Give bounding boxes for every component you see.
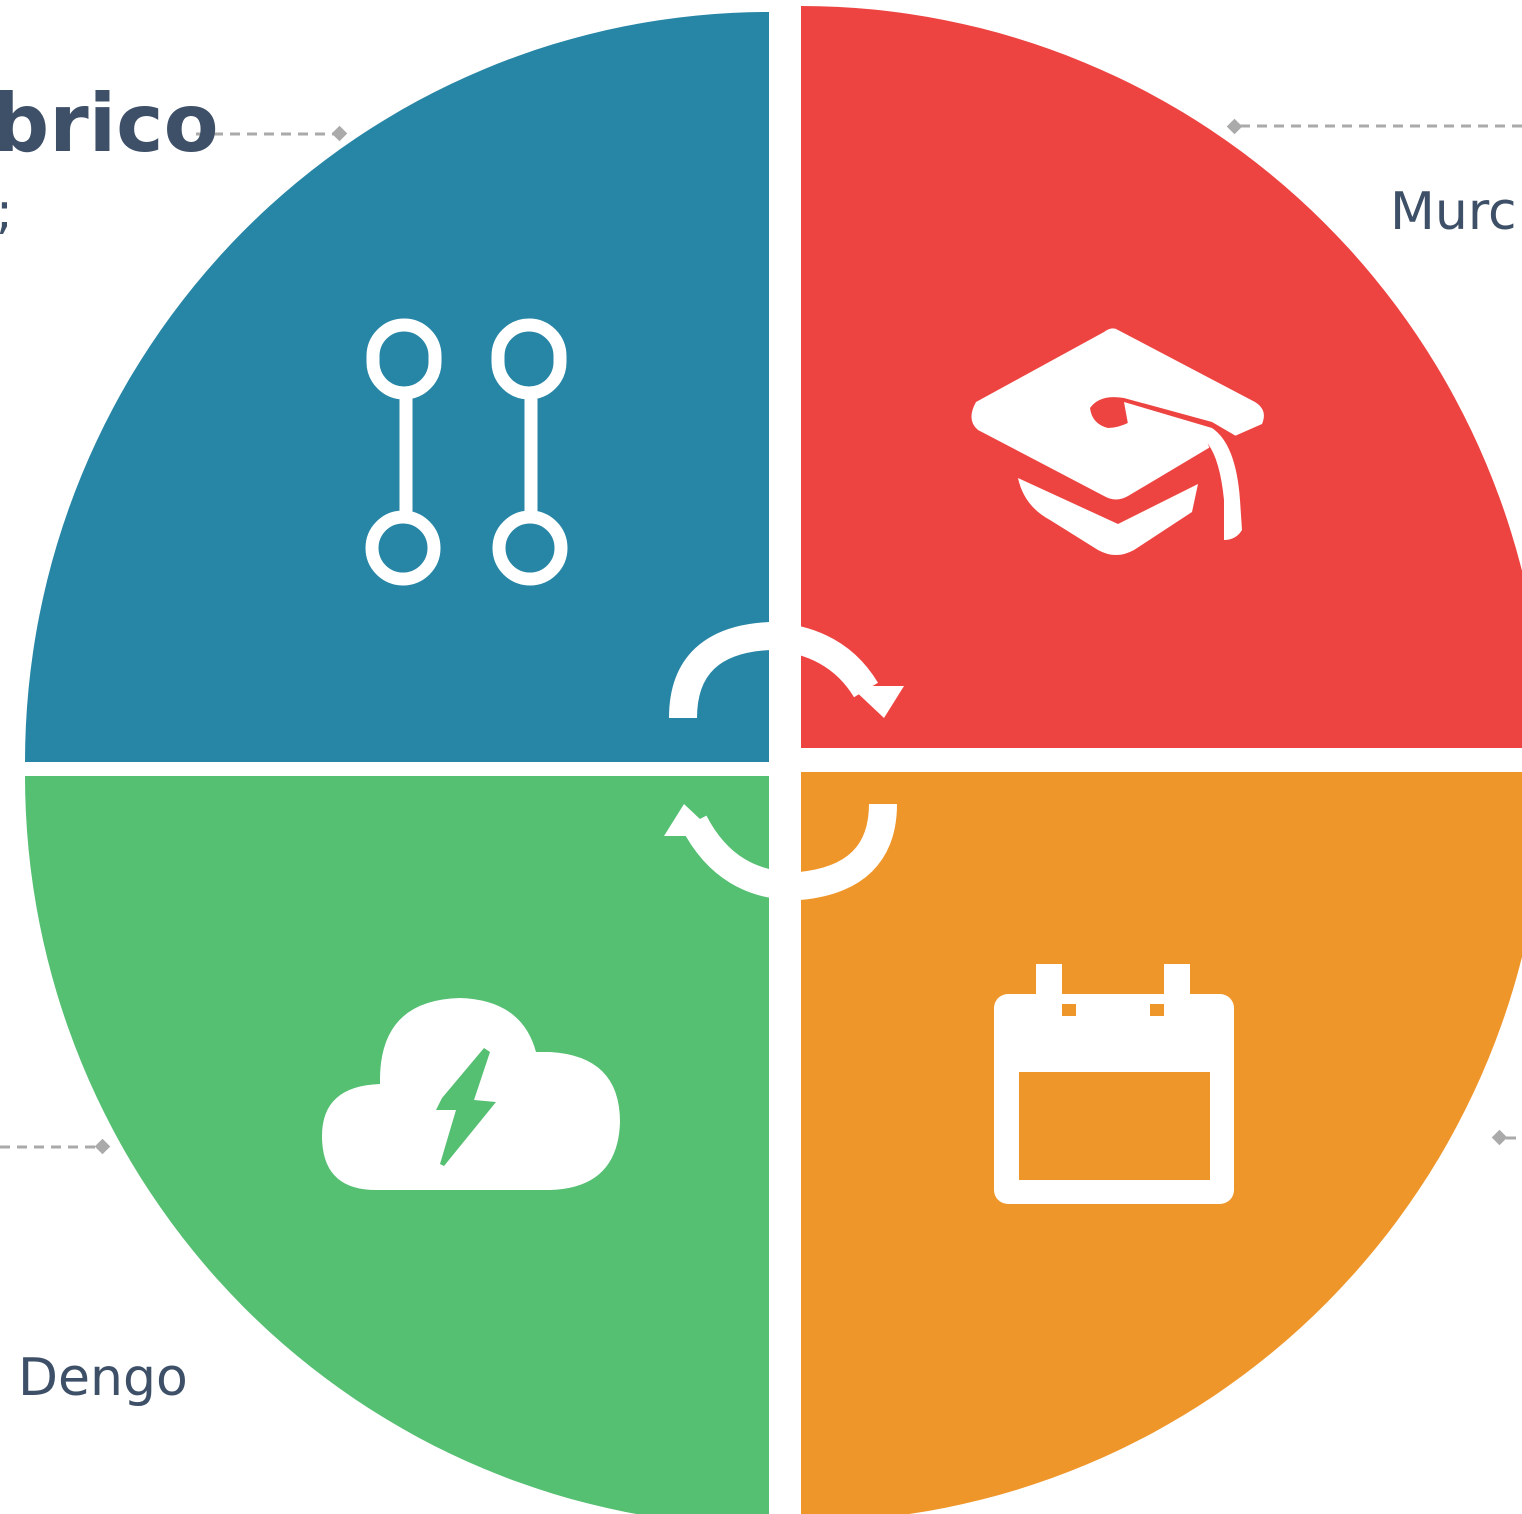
cycle-arrowhead-top xyxy=(850,686,904,718)
connector-top-left xyxy=(196,125,348,142)
connector-top-right xyxy=(1226,118,1522,135)
key-connector-icon xyxy=(365,318,568,586)
label-bottom-left: Dengo xyxy=(18,1348,188,1408)
connector-bottom-right xyxy=(1491,1129,1522,1146)
title-top-left: brico xyxy=(0,77,219,170)
cycle-arrows-icon xyxy=(669,621,897,901)
cloud-lightning-icon xyxy=(322,998,620,1190)
graduation-cap-icon xyxy=(971,328,1264,555)
label-top-right: Murc xyxy=(1390,182,1517,242)
cycle-arrowhead-bottom xyxy=(664,804,718,836)
connector-bottom-left xyxy=(0,1138,111,1155)
calendar-icon xyxy=(994,964,1234,1204)
text-top-left: ; xyxy=(0,186,13,236)
